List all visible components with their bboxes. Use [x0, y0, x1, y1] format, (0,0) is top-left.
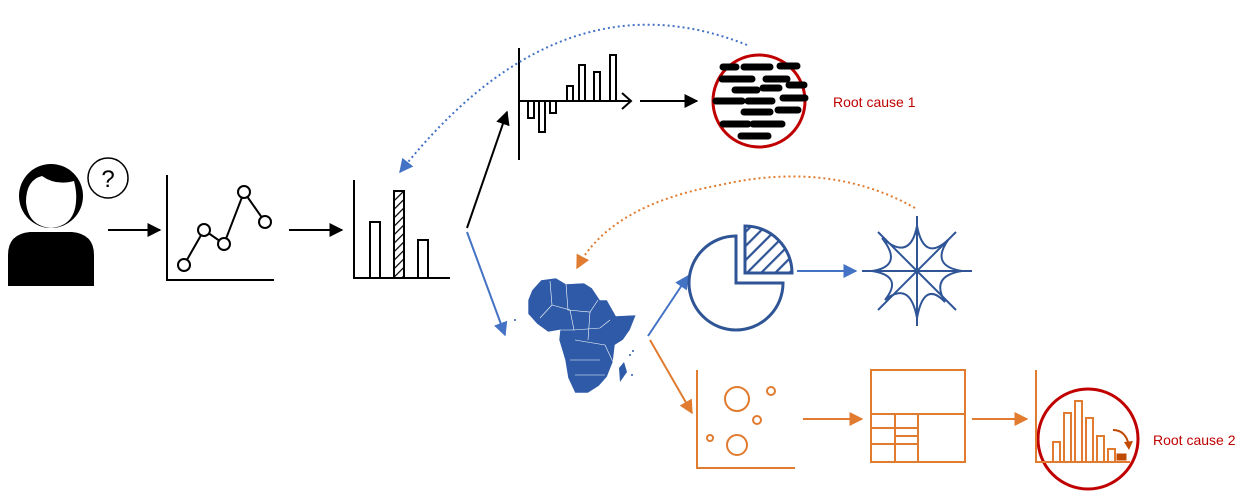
arrow-to-map — [466, 231, 508, 337]
radar-chart-icon — [862, 216, 972, 326]
root-cause-2-label: Root cause 2 — [1153, 432, 1236, 448]
pie-chart-icon — [687, 224, 794, 332]
scatter-plot-icon — [696, 370, 795, 469]
arrow-to-diverging-chart — [466, 110, 510, 229]
root-cause-1-label: Root cause 1 — [833, 94, 916, 110]
question-mark: ? — [101, 166, 114, 193]
text-lines-icon — [711, 53, 809, 149]
arrow-to-scatter — [649, 339, 693, 415]
question-icon: ? — [87, 157, 129, 199]
bar-chart-icon — [353, 180, 450, 279]
feedback-arc-orange — [576, 175, 916, 270]
diverging-bar-chart-icon — [518, 48, 633, 160]
line-chart-icon — [166, 175, 274, 281]
treemap-icon — [870, 369, 966, 463]
bar-chart-highlight-icon — [1035, 370, 1140, 491]
user-icon — [8, 164, 94, 286]
africa-map-icon — [514, 277, 637, 394]
arrow-to-pie — [647, 274, 689, 337]
